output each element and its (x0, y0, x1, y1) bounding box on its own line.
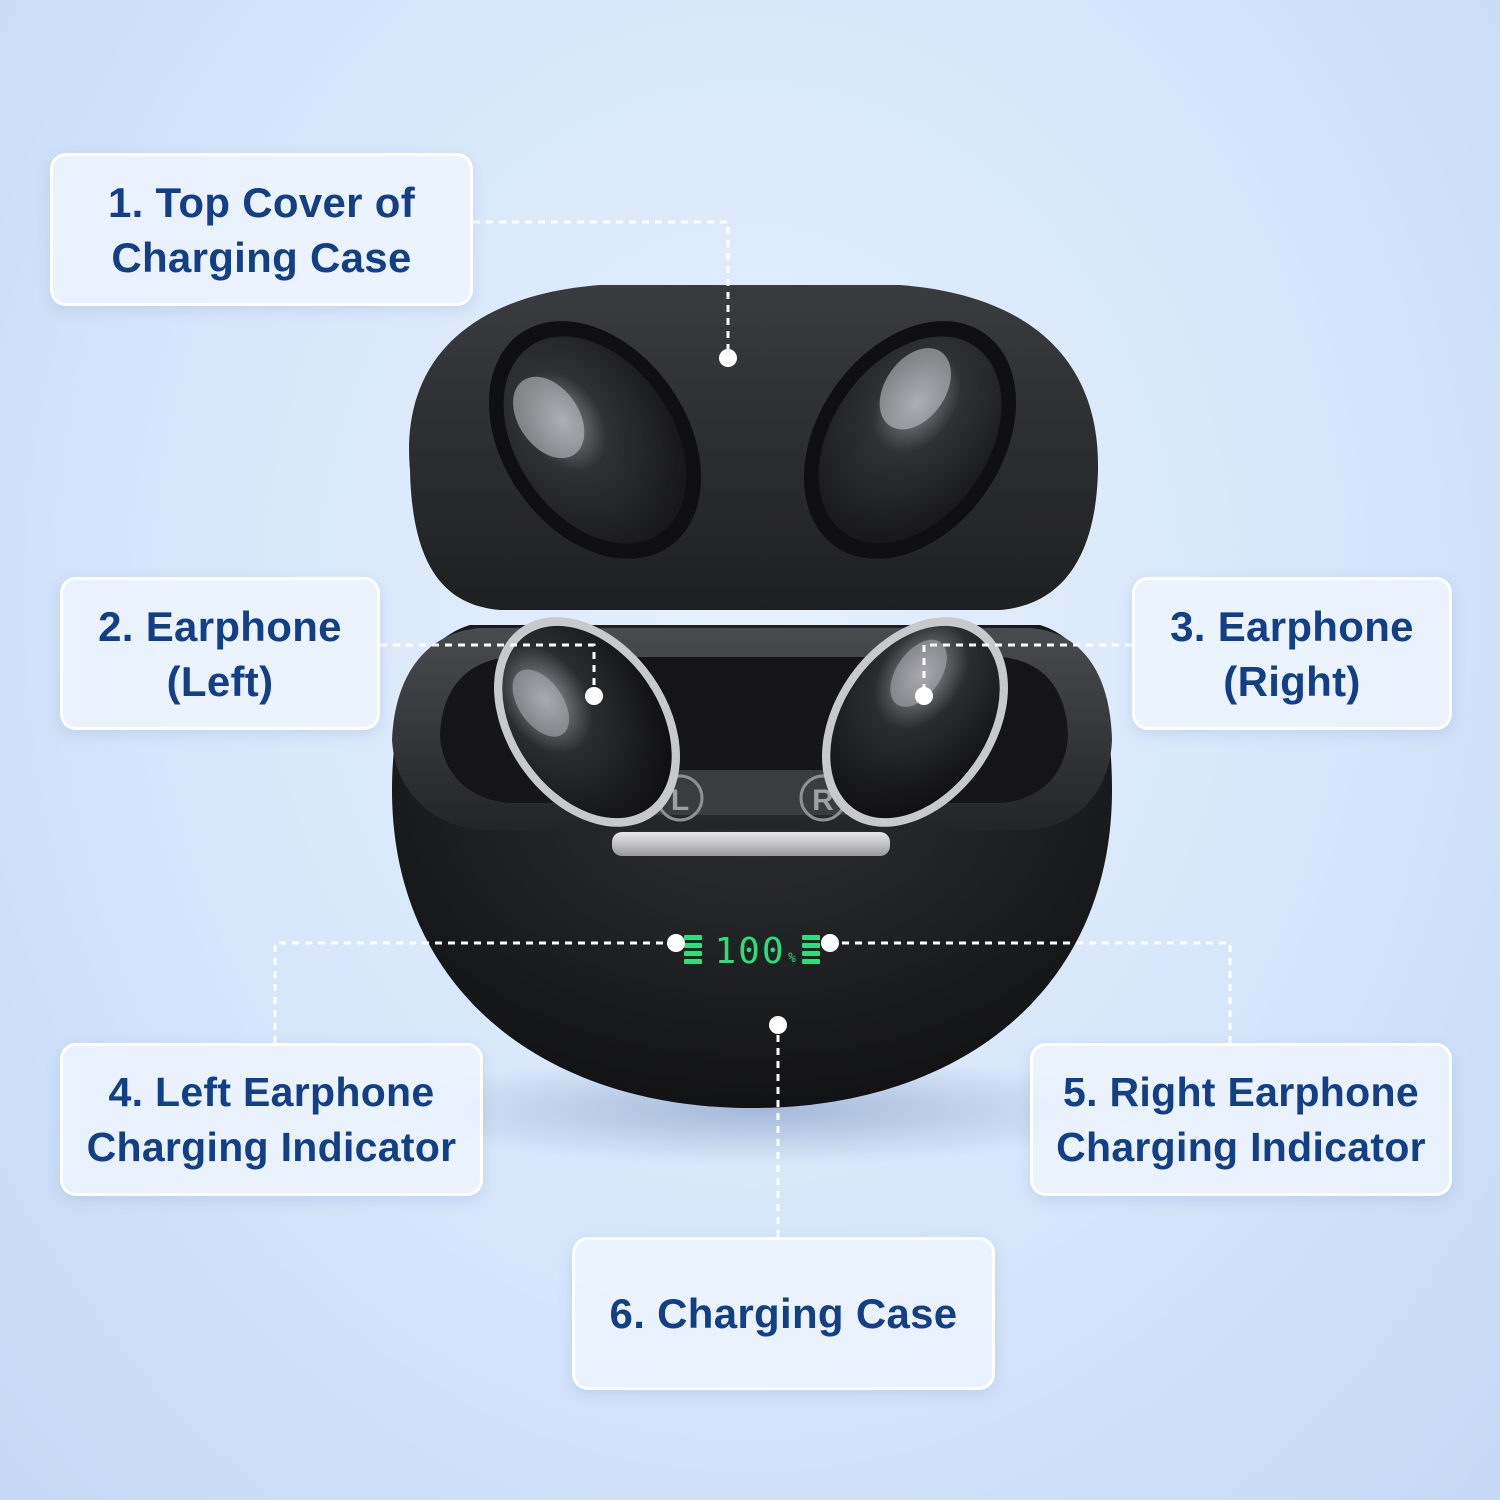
leader-dots (585, 349, 933, 1034)
callout-charging-case-text: 6. Charging Case (609, 1290, 958, 1337)
right-marker: R (812, 784, 834, 817)
dot-right-indicator (821, 934, 839, 952)
callout-earphone-right-text: 3. Earphone (Right) (1170, 602, 1414, 705)
leader-left-indicator (273, 941, 676, 1043)
hinge-strip (612, 832, 890, 856)
callout-top-cover-text: 1. Top Cover of Charging Case (107, 178, 416, 281)
leader-earphone-right (922, 643, 1132, 696)
callout-earphone-left-text: 2. Earphone (Left) (98, 602, 342, 705)
right-charging-indicator (802, 935, 820, 964)
leader-lines (273, 220, 1232, 1237)
callout-earphone-right: 3. Earphone (Right) (1132, 577, 1452, 730)
callout-top-cover: 1. Top Cover of Charging Case (50, 153, 473, 306)
callout-left-indicator-text: 4. Left Earphone Charging Indicator (86, 1068, 457, 1170)
callout-right-indicator-text: 5. Right Earphone Charging Indicator (1056, 1068, 1426, 1170)
leader-earphone-left (380, 643, 596, 696)
battery-unit: % (788, 951, 796, 966)
dot-earphone-left (585, 687, 603, 705)
dot-earphone-right (915, 687, 933, 705)
left-charging-indicator (684, 935, 702, 964)
leader-top-cover (473, 220, 730, 358)
dot-charging-case (769, 1016, 787, 1034)
callout-charging-case: 6. Charging Case (572, 1237, 995, 1390)
callout-left-indicator: 4. Left Earphone Charging Indicator (60, 1043, 483, 1196)
callout-earphone-left: 2. Earphone (Left) (60, 577, 380, 730)
lid-cavity-right (803, 321, 1017, 559)
earphone-left (494, 617, 680, 827)
earphone-right (822, 617, 1008, 827)
leader-right-indicator (830, 941, 1232, 1043)
battery-display: 100 % (684, 931, 820, 972)
callout-right-indicator: 5. Right Earphone Charging Indicator (1030, 1043, 1452, 1196)
top-cover (409, 285, 1099, 610)
battery-percentage: 100 (714, 931, 785, 972)
left-marker: L (671, 784, 689, 817)
case-shadow (380, 1055, 1140, 1165)
dot-top-cover (719, 349, 737, 367)
lid-cavity-left (488, 321, 702, 559)
dot-left-indicator (667, 934, 685, 952)
